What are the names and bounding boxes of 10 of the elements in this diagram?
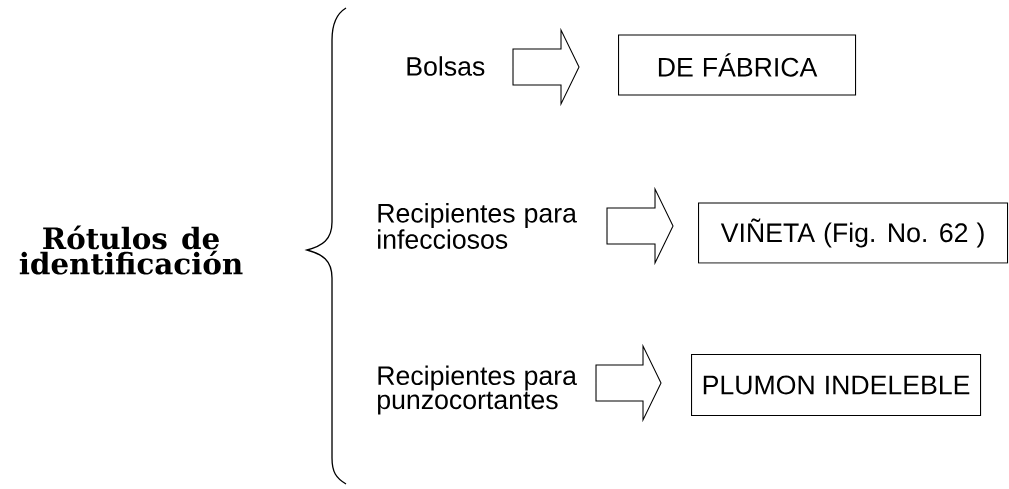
- category-text: Recipientes para punzocortantes: [378, 365, 577, 415]
- category-text: Recipientes para infecciosos: [378, 203, 577, 249]
- block-arrow: [595, 343, 662, 423]
- heading-text: Rótulos de identificación: [19, 225, 243, 275]
- label-box: DE FÁBRICA: [618, 34, 857, 96]
- block-arrow: [606, 186, 674, 266]
- label-box: PLUMON INDELEBLE: [691, 353, 982, 417]
- block-arrow: [512, 27, 580, 107]
- label-box: VIÑETA (Fig. No. 62 ): [698, 202, 1009, 264]
- category-text: Bolsas: [407, 56, 485, 76]
